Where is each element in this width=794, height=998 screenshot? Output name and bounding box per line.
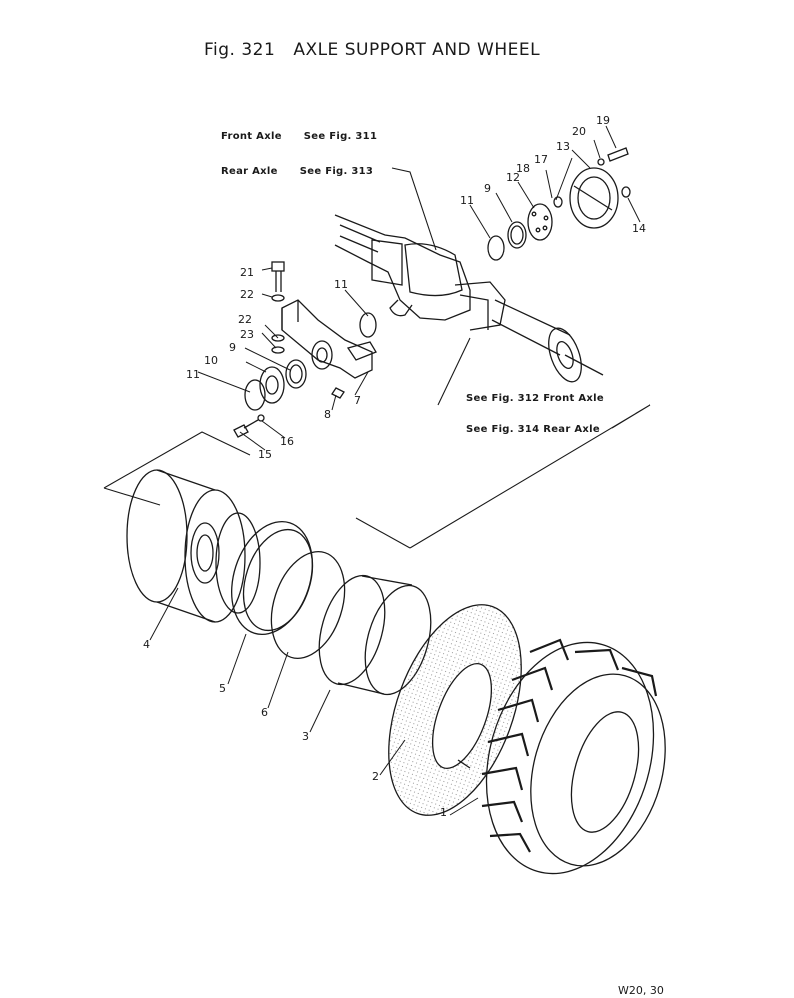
bolt-15-group: [233, 414, 265, 438]
part-label: 23: [240, 328, 254, 341]
figure-number: Fig. 321: [204, 40, 276, 60]
part-labels: 1 2 3 4 5 6 7 8 9 9 10 11 11 11 12 13 14…: [143, 114, 646, 819]
part-label: 12: [506, 171, 520, 184]
axle-end-parts: [487, 147, 631, 261]
ref-rear-axle-see: See Fig. 313: [299, 166, 374, 177]
ref-see-314: See Fig. 314 Rear Axle: [466, 424, 600, 435]
wheel-rim: [126, 469, 261, 623]
figure-title: Fig. 321 AXLE SUPPORT AND WHEEL: [204, 40, 540, 60]
part-label: 11: [460, 194, 474, 207]
part-label: 2: [372, 770, 379, 783]
tire: [481, 638, 666, 875]
part-label: 1: [440, 806, 447, 819]
rings-5-6: [231, 520, 346, 660]
part-label: 16: [280, 435, 294, 448]
part-label: 18: [516, 162, 530, 175]
part-label: 10: [204, 354, 218, 367]
part-label: 21: [240, 266, 254, 279]
ref-rear-axle-label: Rear Axle: [221, 166, 278, 177]
part-label: 22: [238, 313, 252, 326]
axle-housing: [334, 214, 604, 383]
bolt-21-group: [271, 261, 285, 354]
leader-lines: [149, 125, 641, 816]
document-code: W20, 30: [618, 984, 664, 997]
part-label: 6: [261, 706, 268, 719]
ref-front-axle-see: See Fig. 311: [303, 131, 378, 142]
part-label: 9: [229, 341, 236, 354]
part-label: 3: [302, 730, 309, 743]
part-label: 22: [240, 288, 254, 301]
tube: [388, 604, 522, 816]
part-label: 4: [143, 638, 150, 651]
part-label: 13: [556, 140, 570, 153]
part-label: 15: [258, 448, 272, 461]
bracket-lines: [103, 167, 651, 549]
part-label: 14: [632, 222, 646, 235]
part-label: 9: [484, 182, 491, 195]
figure-caption: AXLE SUPPORT AND WHEEL: [293, 40, 541, 60]
axle-support-bracket: [281, 299, 377, 379]
ref-rear-axle: Rear Axle See Fig. 313: [221, 166, 373, 177]
part-label: 11: [186, 368, 200, 381]
bracket-seals: [244, 312, 377, 411]
ref-front-axle-label: Front Axle: [221, 131, 282, 142]
part-label: 5: [219, 682, 226, 695]
part-label: 17: [534, 153, 548, 166]
part-label: 7: [354, 394, 361, 407]
part-label: 20: [572, 125, 586, 138]
ref-see-312: See Fig. 312 Front Axle: [466, 393, 604, 404]
part-label: 11: [334, 278, 348, 291]
part-label: 8: [324, 408, 331, 421]
part-label: 19: [596, 114, 610, 127]
ref-front-axle: Front Axle See Fig. 311: [221, 131, 377, 142]
